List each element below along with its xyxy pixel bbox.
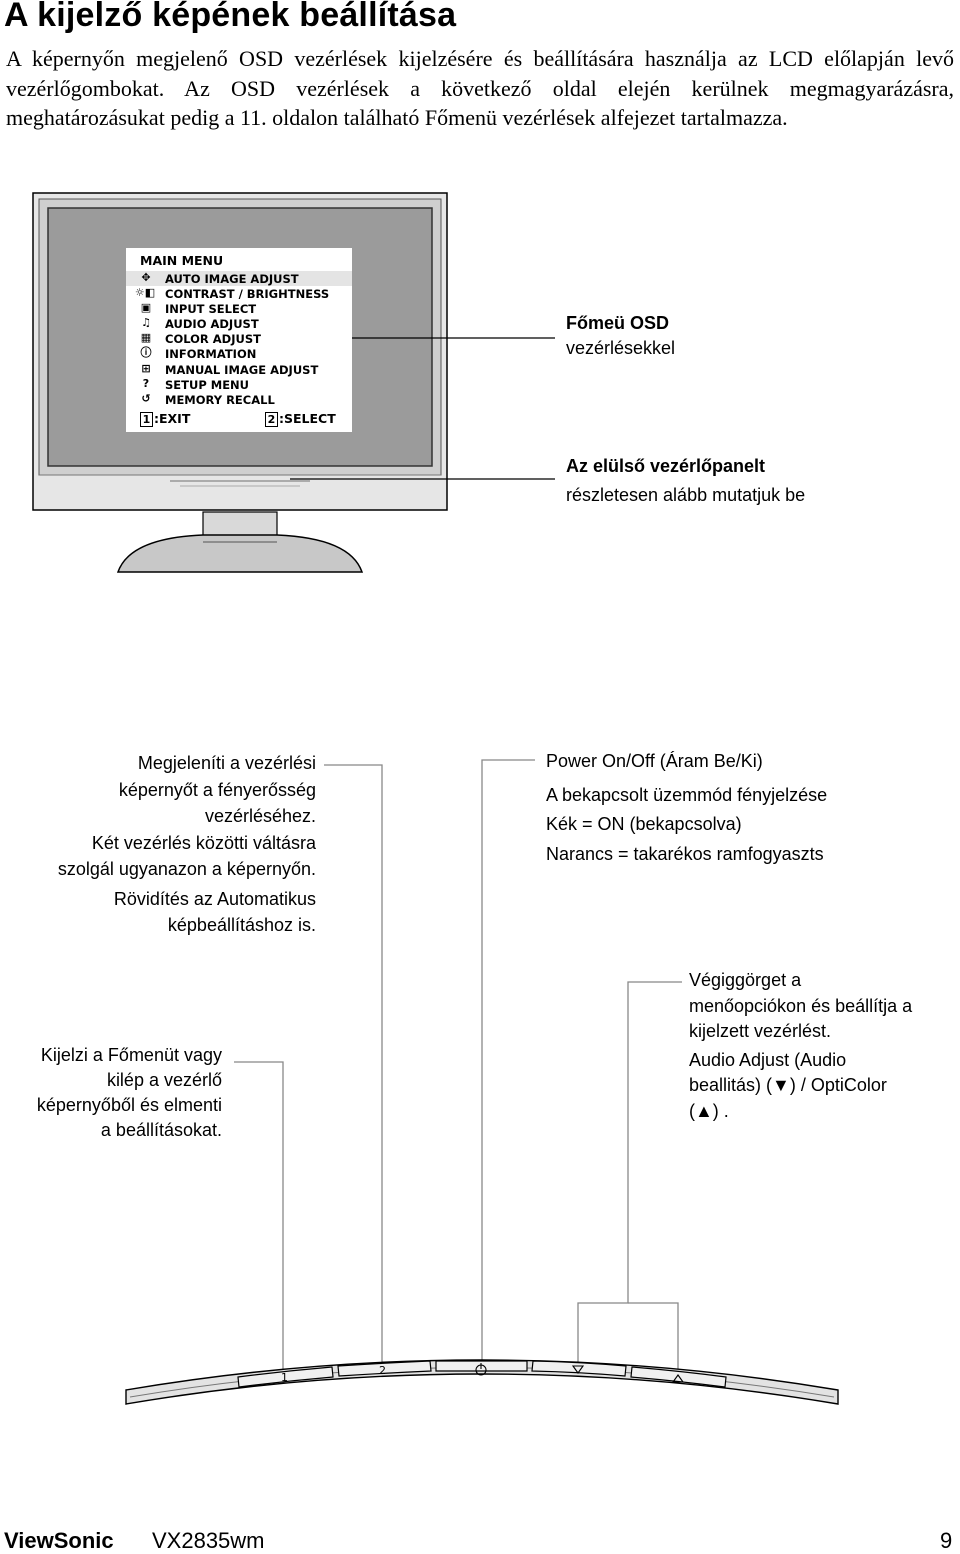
down-arrow-icon xyxy=(571,1365,585,1374)
osd-item-manual-image-adjust[interactable]: ⊞ MANUAL IMAGE ADJUST xyxy=(126,362,352,378)
osd-exit-hint: 1:EXIT xyxy=(140,411,190,427)
panel-button-down xyxy=(531,1360,627,1377)
callout-button-2: Megjeleníti a vezérlési képernyőt a fény… xyxy=(57,753,316,935)
input-select-icon: ▣ xyxy=(140,301,152,314)
footer-brand: ViewSonic xyxy=(4,1528,114,1553)
osd-select-hint: 2:SELECT xyxy=(265,411,336,427)
osd-menu-title: MAIN MENU xyxy=(140,253,224,268)
osd-item-auto-image-adjust[interactable]: ✥ AUTO IMAGE ADJUST xyxy=(126,271,352,286)
osd-item-input-select[interactable]: ▣ INPUT SELECT xyxy=(140,301,257,317)
panel-button-1-label: 1 xyxy=(281,1371,288,1384)
panel-button-2 xyxy=(337,1360,432,1377)
callout-osd: Főmeü OSD vezérlésekkel xyxy=(566,313,676,358)
osd-item-information[interactable]: ⓘ INFORMATION xyxy=(140,346,257,362)
manual-adjust-icon: ⊞ xyxy=(141,362,151,375)
panel-button-1 xyxy=(237,1366,334,1388)
footer-model: VX2835wm xyxy=(152,1528,265,1553)
memory-recall-icon: ↺ xyxy=(141,392,151,405)
up-arrow-icon xyxy=(671,1374,685,1383)
callout-arrow-buttons: Végiggörget a menőopciókon és beállítja … xyxy=(689,970,913,1121)
audio-icon: ♫ xyxy=(141,316,151,329)
osd-item-setup-menu[interactable]: ? SETUP MENU xyxy=(126,377,352,393)
info-icon: ⓘ xyxy=(140,346,152,359)
callout-front-panel: Az elülső vezérlőpanelt részletesen aláb… xyxy=(566,456,806,505)
osd-item-memory-recall[interactable]: ↺ MEMORY RECALL xyxy=(126,392,352,408)
brightness-icon: ☼◧ xyxy=(134,286,156,299)
page-title: A kijelző képének beállítása xyxy=(4,0,457,34)
osd-main-menu: MAIN MENU ✥ AUTO IMAGE ADJUST ☼◧ CONTRAS… xyxy=(126,248,352,432)
auto-adjust-icon: ✥ xyxy=(141,271,151,284)
callout-power: Power On/Off (Áram Be/Ki) A bekapcsolt ü… xyxy=(546,751,828,864)
osd-select-key: 2 xyxy=(265,412,278,427)
osd-exit-key: 1 xyxy=(140,412,153,427)
intro-paragraph: A képernyőn megjelenő OSD vezérlések kij… xyxy=(6,46,954,130)
osd-item-contrast-brightness[interactable]: ☼◧ CONTRAST / BRIGHTNESS xyxy=(134,286,330,302)
panel-button-2-label: 2 xyxy=(379,1364,386,1377)
page-number: 9 xyxy=(940,1528,953,1553)
panel-button-up xyxy=(630,1366,727,1388)
osd-item-color-adjust[interactable]: ▦ COLOR ADJUST xyxy=(140,331,261,347)
setup-icon: ? xyxy=(142,377,150,390)
color-grid-icon: ▦ xyxy=(140,331,152,344)
callout-button-1: Kijelzi a Főmenüt vagy kilép a vezérlő k… xyxy=(36,1045,222,1140)
osd-item-audio-adjust[interactable]: ♫ AUDIO ADJUST xyxy=(126,316,352,332)
